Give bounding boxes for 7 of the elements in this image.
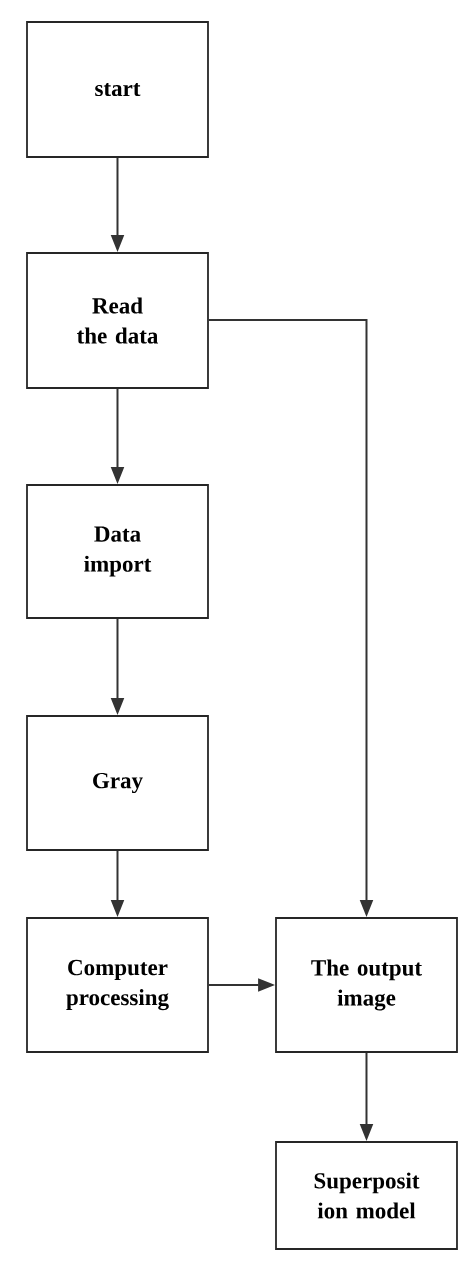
process-box: start [26,21,209,158]
process-box: Superposit ion model [275,1141,458,1250]
process-box: Computer processing [26,917,209,1053]
process-box: The output image [275,917,458,1053]
process-box: Data import [26,484,209,619]
process-box: Read the data [26,252,209,389]
process-box: Gray [26,715,209,851]
